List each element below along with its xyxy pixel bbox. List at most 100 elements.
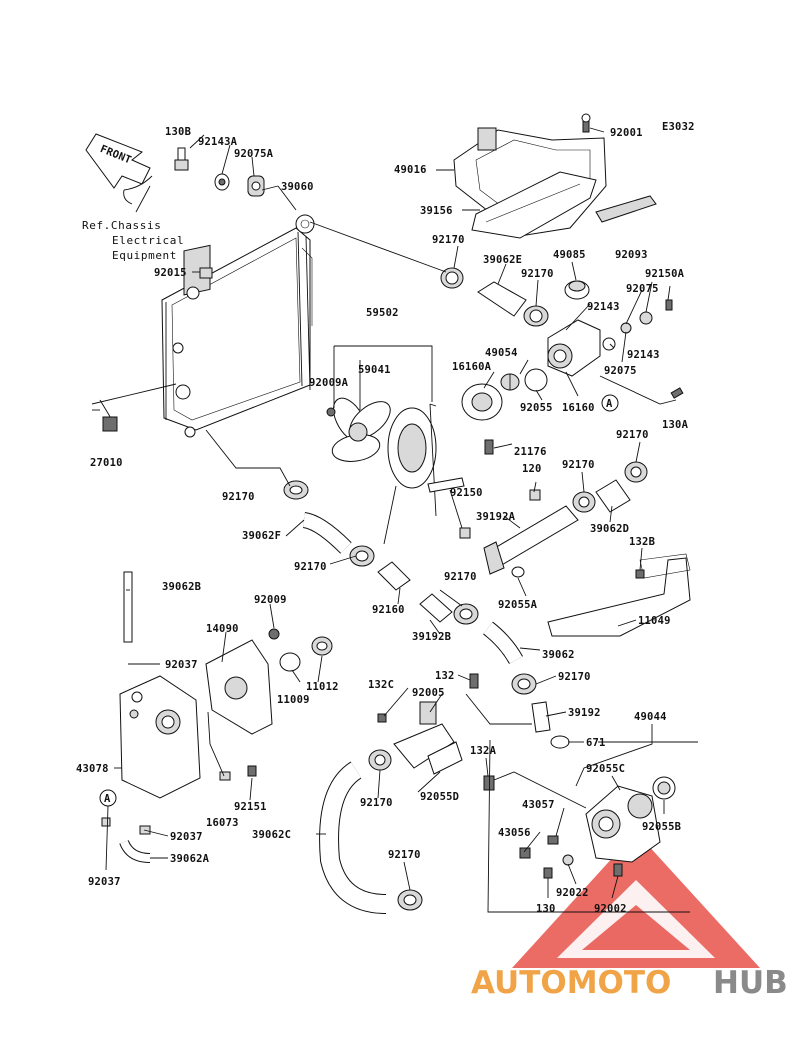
part-label-130: 130 (536, 903, 556, 915)
hose-39062F (302, 512, 352, 554)
hose-39062B (123, 571, 133, 643)
ref-note-line2: Electrical (112, 234, 184, 247)
o-ring-671 (550, 735, 570, 749)
hose-39062C (319, 761, 387, 914)
cap-11009 (279, 652, 301, 672)
bolt-132C (377, 713, 387, 723)
clamp-92170-a (283, 480, 309, 500)
part-label-27010: 27010 (90, 457, 123, 469)
part-label-92005: 92005 (412, 687, 445, 699)
bolt-130B (174, 147, 189, 171)
clamp-92170-c (453, 603, 479, 625)
marker-a-top-label: A (606, 398, 613, 410)
part-label-92037-b: 92037 (170, 831, 203, 843)
thermostat-49054 (500, 373, 520, 391)
bolt-92150A (665, 299, 673, 311)
part-label-132B: 132B (629, 536, 655, 548)
fan-blade-59041 (331, 397, 391, 462)
part-label-11012: 11012 (306, 681, 339, 693)
part-label-16073: 16073 (206, 817, 239, 829)
part-label-92170-a: 92170 (222, 491, 255, 503)
part-label-92015: 92015 (154, 267, 187, 279)
part-label-120: 120 (522, 463, 542, 475)
part-label-92160: 92160 (372, 604, 405, 616)
watermark: AUTOMOTO HUB (471, 832, 788, 1001)
part-label-92055B: 92055B (642, 821, 681, 833)
sensor-21176 (484, 439, 494, 455)
part-label-39062F: 39062F (242, 530, 281, 542)
part-label-39062D: 39062D (590, 523, 629, 535)
clip-92015 (199, 267, 213, 279)
watermark-text-part2: HUB (713, 965, 788, 1001)
hose-39062A (119, 839, 151, 863)
reservoir-tank-43078 (119, 675, 201, 799)
part-label-39062C: 39062C (252, 829, 291, 841)
cover-14090 (205, 639, 273, 735)
grommet-92075 (620, 322, 632, 334)
pipe-39192 (531, 701, 551, 733)
washer-92143A (214, 173, 230, 191)
part-label-59502: 59502 (366, 307, 399, 319)
pad-92093 (595, 195, 657, 223)
bolt-92002 (613, 863, 623, 877)
bolt-43057 (547, 835, 559, 845)
part-label-39062A: 39062A (170, 853, 210, 865)
part-label-92170-c: 92170 (444, 571, 477, 583)
water-pipe-92005 (393, 701, 455, 769)
part-label-92075-a: 92075 (626, 283, 659, 295)
marker-a-bottom-label: A (104, 793, 111, 805)
part-label-671: 671 (586, 737, 606, 749)
part-label-49044: 49044 (634, 711, 667, 723)
part-label-92075-b: 92075 (604, 365, 637, 377)
part-label-92001: 92001 (610, 127, 643, 139)
part-label-49016: 49016 (394, 164, 427, 176)
part-label-39062: 39062 (542, 649, 575, 661)
part-label-132A: 132A (470, 745, 497, 757)
part-label-92170-i: 92170 (360, 797, 393, 809)
ref-note-line3: Equipment (112, 249, 177, 262)
part-label-11009: 11009 (277, 694, 310, 706)
part-label-132C: 132C (368, 679, 394, 691)
bracket-39156 (471, 171, 597, 239)
part-label-92143-a: 92143 (587, 301, 620, 313)
grommet-92075A (247, 175, 265, 197)
front-arrow-icon: FRONT (85, 133, 151, 189)
part-label-92055D: 92055D (420, 791, 459, 803)
part-label-130B: 130B (165, 126, 191, 138)
clamp-92170-g (572, 491, 596, 513)
o-ring-92055A (511, 566, 525, 578)
part-label-16160A: 16160A (452, 361, 492, 373)
clamp-92170-h (511, 673, 537, 695)
cap-11012 (311, 636, 333, 656)
bolt-43056 (519, 847, 531, 859)
clamp-92170-i (368, 749, 392, 771)
watermark-text-part1: AUTOMOTO (471, 965, 671, 1001)
fan-motor-59502 (383, 403, 465, 545)
hose-39062D (595, 479, 631, 513)
clamp-92037-c (101, 817, 111, 827)
part-label-21176: 21176 (514, 446, 547, 458)
part-label-132: 132 (435, 670, 455, 682)
part-label-92170-f: 92170 (616, 429, 649, 441)
part-label-39062E: 39062E (483, 254, 522, 266)
part-label-39156: 39156 (420, 205, 453, 217)
cap-49085 (564, 280, 590, 300)
part-label-39060: 39060 (281, 181, 314, 193)
part-label-92150: 92150 (450, 487, 483, 499)
part-label-39192A: 39192A (476, 511, 516, 523)
part-label-11049: 11049 (638, 615, 671, 627)
part-label-92037-a: 92037 (165, 659, 198, 671)
clamp-92170-j (397, 889, 423, 911)
clamp-92170-f (624, 461, 648, 483)
part-label-92151: 92151 (234, 801, 267, 813)
marker-a-top (601, 394, 619, 412)
part-label-92170-b: 92170 (294, 561, 327, 573)
part-label-92055C: 92055C (586, 763, 625, 775)
radiator (161, 214, 315, 438)
part-label-92037-c: 92037 (88, 876, 121, 888)
part-label-92170-e: 92170 (521, 268, 554, 280)
o-ring-92055 (524, 368, 548, 392)
gasket-92055D (427, 741, 463, 775)
washer-92022 (562, 854, 574, 866)
